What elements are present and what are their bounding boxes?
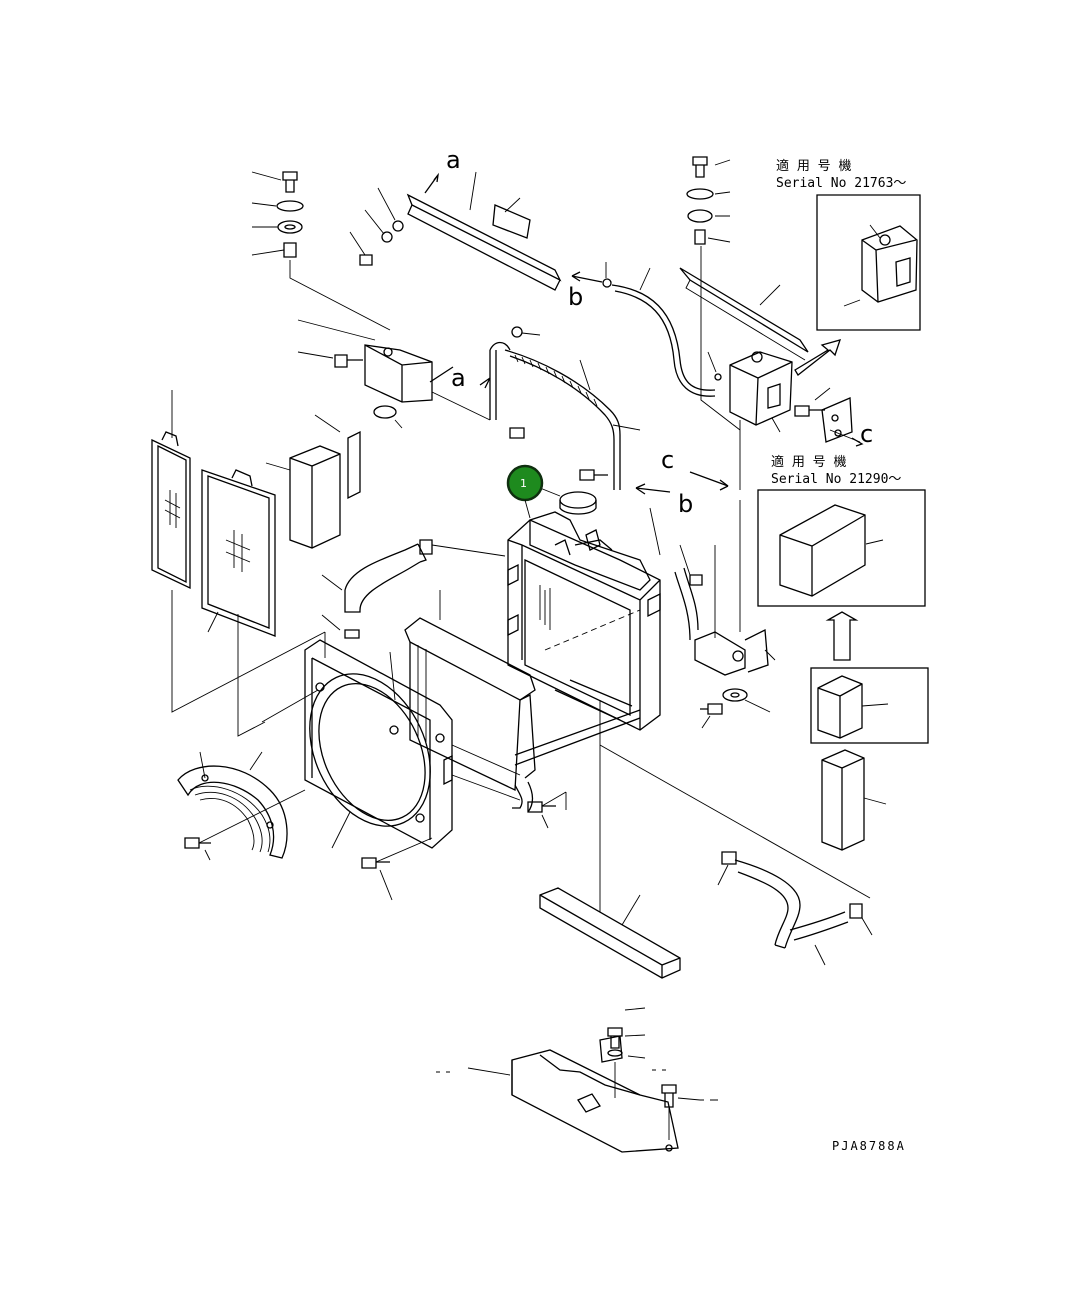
radiator-stay [429, 326, 641, 490]
upper-bracket-a [349, 171, 562, 291]
callout-1[interactable]: 1 [506, 464, 544, 519]
label-b-top: b [568, 283, 583, 311]
serial-box-21763: 適 用 号 機 Serial No 21763～ [776, 158, 921, 331]
bolt-stack-left [251, 171, 391, 331]
radiator-assembly [507, 487, 661, 912]
callout-1-number[interactable]: 1 [520, 477, 527, 490]
oil-cooler [404, 590, 536, 813]
lower-hose [599, 744, 873, 966]
label-c-left: c [661, 446, 674, 474]
drawing-code: PJA8788A [832, 1139, 906, 1153]
upper-hose [321, 539, 506, 639]
serial-title-b: 適 用 号 機 [771, 454, 846, 470]
label-a-top: a [446, 146, 461, 174]
lower-bolts [361, 791, 567, 901]
fan-guard [177, 751, 306, 861]
label-a-mid: a [451, 364, 466, 392]
arrow-c [689, 471, 729, 487]
label-c-right: c [860, 420, 873, 448]
serial-title-a: 適 用 号 機 [776, 158, 851, 174]
serial-number-b: Serial No 21290～ [771, 472, 901, 487]
right-brace-parts [649, 420, 776, 729]
serial-number-a: Serial No 21763～ [776, 176, 906, 191]
arrow-b-mid [635, 487, 671, 493]
overflow-hose [571, 262, 716, 397]
under-cover [436, 1007, 718, 1153]
reservoir-bracket-bar [679, 267, 809, 361]
upper-brace [297, 319, 491, 429]
label-b-mid: b [678, 490, 693, 518]
lower-beam [539, 887, 681, 979]
reservoir-tank [707, 339, 842, 433]
serial-box-21290: 適 用 号 機 Serial No 21290～ [757, 454, 929, 851]
fan-shroud [261, 632, 521, 849]
dust-screens [151, 390, 361, 737]
bracket-c [794, 387, 864, 447]
